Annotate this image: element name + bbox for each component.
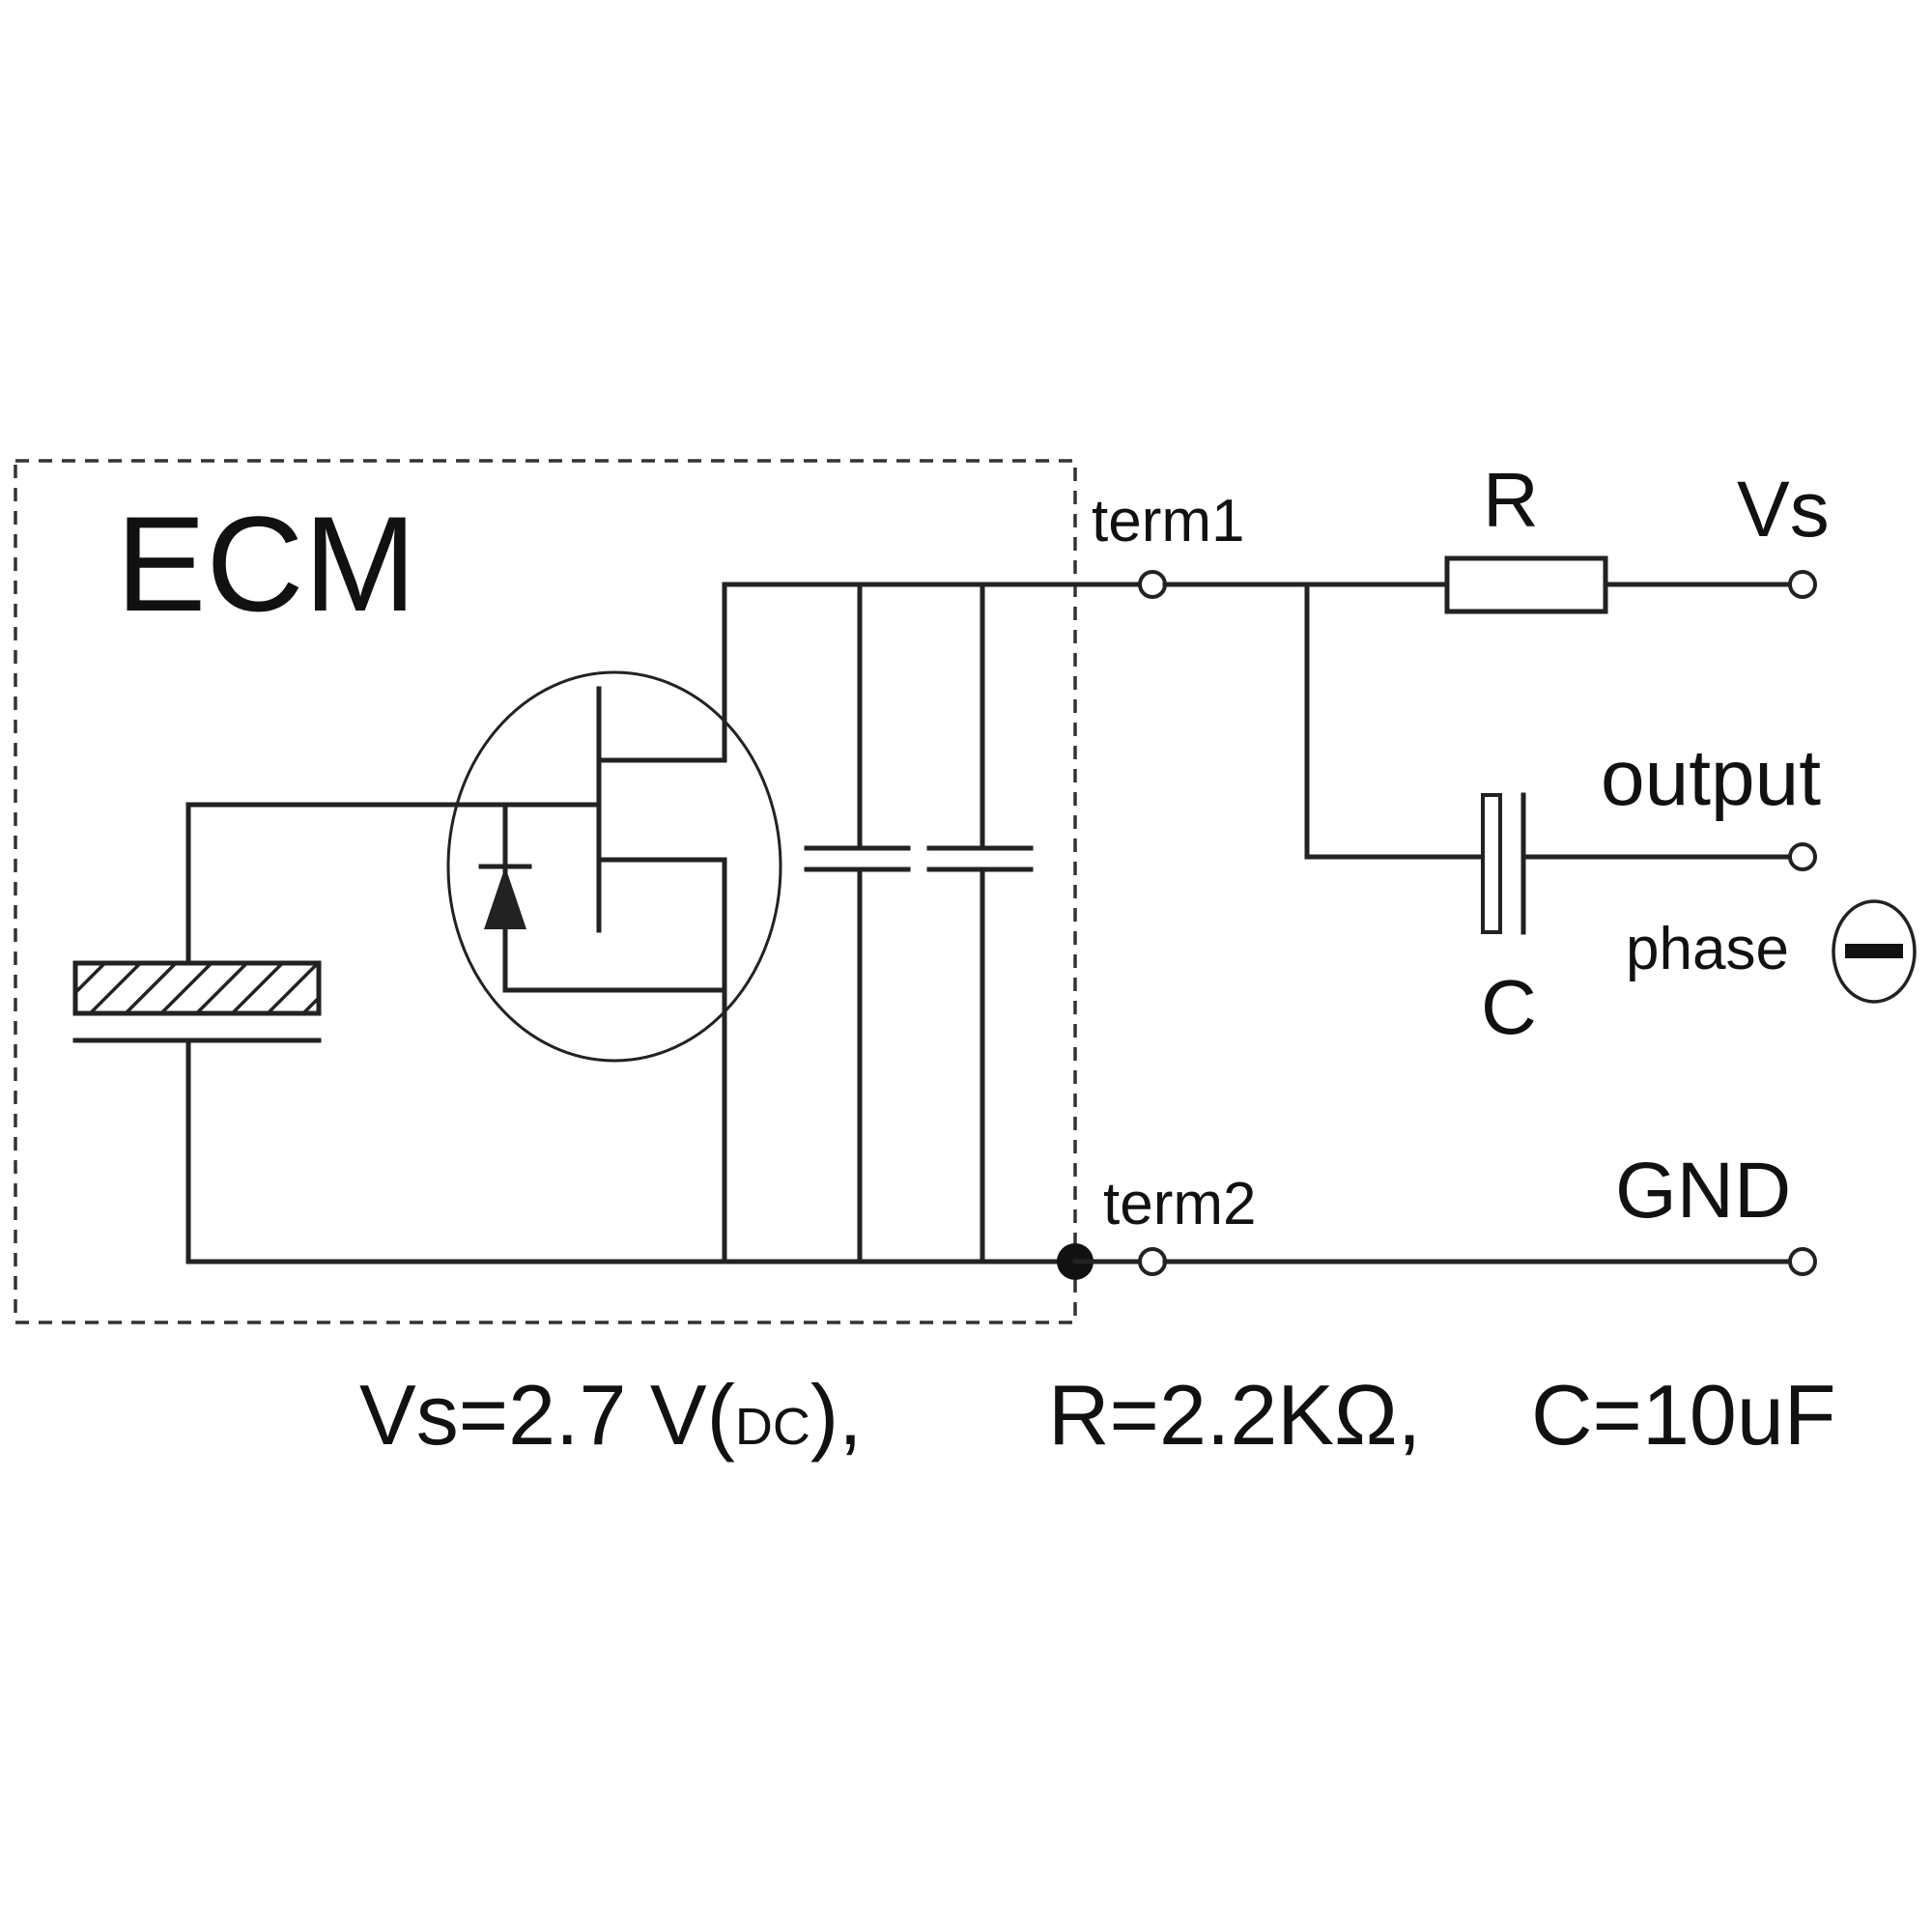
term1-node <box>1138 570 1167 599</box>
term2-label: term2 <box>1103 1171 1256 1237</box>
vs-value: Vs=2.7 V(DC), <box>359 1367 863 1463</box>
protection-diode <box>478 802 727 993</box>
resistor <box>1444 555 1608 614</box>
output-label: output <box>1601 734 1821 822</box>
electret-element <box>72 802 322 1264</box>
c-value: C=10uF <box>1531 1367 1836 1463</box>
gnd-terminal <box>1788 1247 1817 1276</box>
vs-label: Vs <box>1737 466 1830 554</box>
internal-capacitor-2 <box>926 582 1034 1264</box>
resistor-label: R <box>1483 457 1539 543</box>
term1-label: term1 <box>1092 488 1244 554</box>
r-value: R=2.2KΩ, <box>1048 1367 1421 1463</box>
dc-subscript: DC <box>735 1398 810 1456</box>
minus-circle-icon <box>1832 899 1917 1004</box>
phase-label: phase <box>1626 916 1789 982</box>
term2-node <box>1138 1247 1167 1276</box>
output-terminal <box>1788 842 1817 871</box>
capacitor-label: C <box>1481 964 1537 1050</box>
jfet-transistor <box>446 582 782 1264</box>
internal-capacitor-1 <box>804 582 911 1264</box>
output-capacitor <box>1481 792 1526 935</box>
vs-terminal <box>1788 570 1817 599</box>
ecm-label: ECM <box>116 488 416 639</box>
ecm-boundary <box>14 459 1077 1324</box>
gnd-label: GND <box>1615 1147 1791 1235</box>
